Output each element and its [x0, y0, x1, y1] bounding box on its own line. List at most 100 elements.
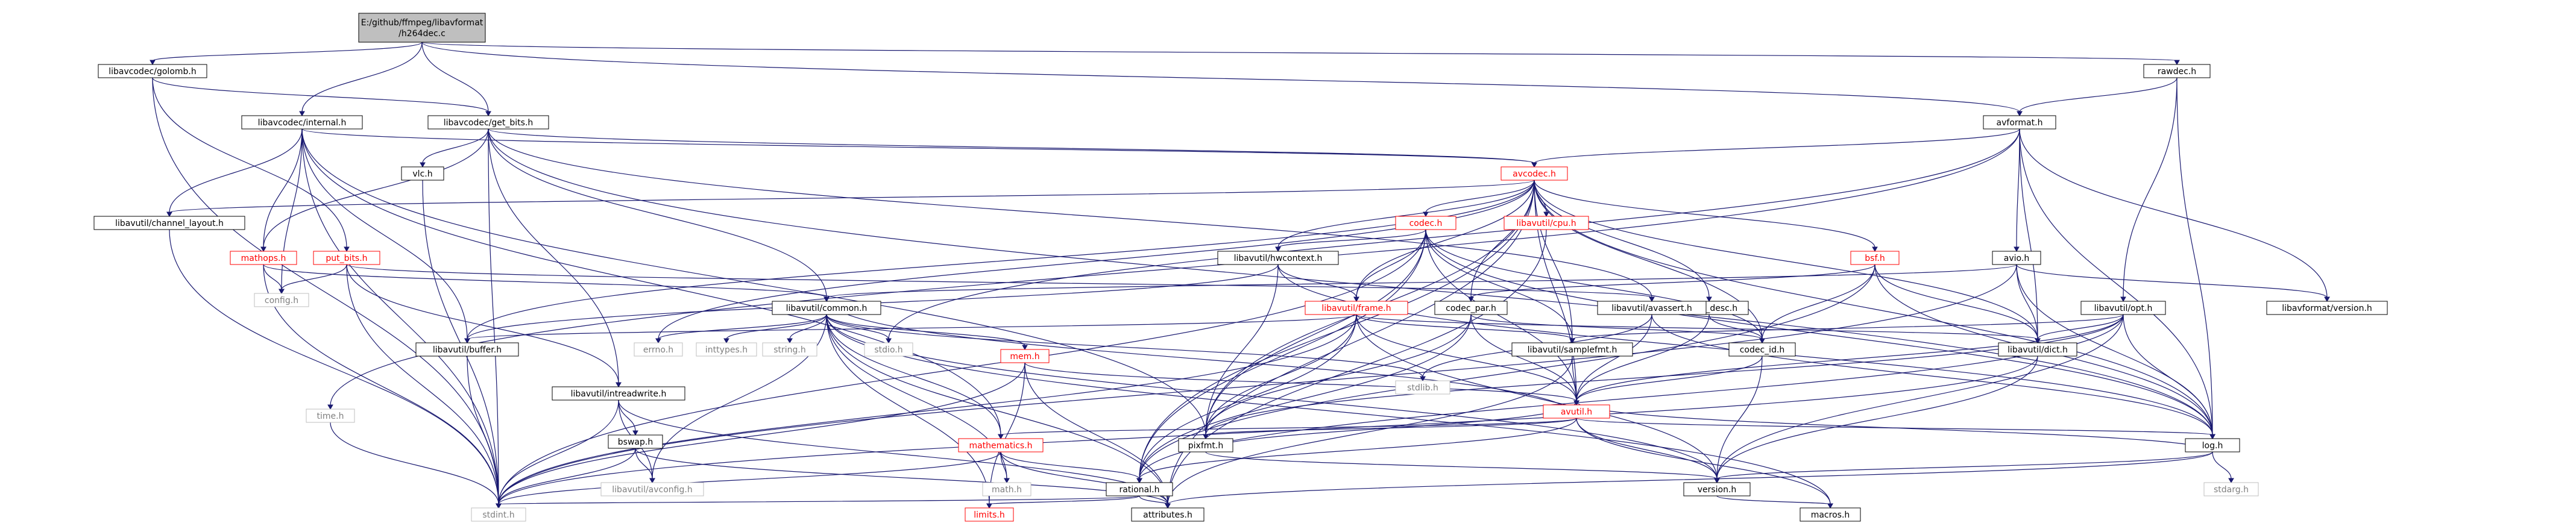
node-label: time.h — [317, 412, 344, 421]
node-libavutil-samplefmt-h[interactable]: libavutil/samplefmt.h — [1511, 342, 1633, 357]
node-libavutil-cpu-h[interactable]: libavutil/cpu.h — [1504, 216, 1589, 230]
node-libavutil-channel-layout-h[interactable]: libavutil/channel_layout.h — [93, 216, 245, 230]
node-libavutil-buffer-h[interactable]: libavutil/buffer.h — [415, 342, 519, 357]
node-label: codec_id.h — [1740, 345, 1785, 355]
edge-avutil-to-version — [1576, 418, 1720, 484]
edge-get_bits-to-avcodec — [488, 128, 1537, 168]
node-label: math.h — [992, 485, 1022, 495]
edge-codec_id-to-version — [1714, 355, 1763, 484]
edge-lav_frame-to-version — [1356, 314, 1720, 484]
edge-get_bits-to-mathops — [260, 128, 489, 252]
node-avutil-h[interactable]: avutil.h — [1543, 404, 1610, 419]
node-pixfmt-h[interactable]: pixfmt.h — [1178, 438, 1233, 452]
node-label: bswap.h — [618, 437, 653, 447]
edge-rawdec-to-avformat — [2017, 77, 2178, 117]
node-codec-id-h[interactable]: codec_id.h — [1728, 342, 1796, 357]
edge-internal-to-stdint — [301, 128, 502, 509]
node-libavutil-frame-h[interactable]: libavutil/frame.h — [1305, 301, 1408, 315]
node-libavcodec-golomb-h[interactable]: libavcodec/golomb.h — [98, 64, 207, 78]
node-label: libavutil/common.h — [786, 304, 868, 313]
node-label: config.h — [265, 296, 298, 305]
edge-channel_layout-to-stdint — [169, 229, 502, 509]
node-label: version.h — [1698, 485, 1737, 495]
edge-avcodec-to-errno — [655, 180, 1535, 344]
node-macros-h[interactable]: macros.h — [1800, 507, 1861, 522]
node-vlc-h[interactable]: vlc.h — [401, 166, 444, 181]
edge-internal-to-buffer — [301, 128, 470, 344]
node-limits-h[interactable]: limits.h — [965, 507, 1014, 522]
edge-rational-to-limits — [986, 495, 1140, 509]
node-codec-h[interactable]: codec.h — [1395, 216, 1456, 230]
node-label: libavutil/hwcontext.h — [1234, 254, 1323, 263]
node-mathops-h[interactable]: mathops.h — [230, 251, 297, 265]
edge-golomb-to-stdint — [152, 77, 502, 509]
edge-intreadwrite-to-bswap — [618, 399, 638, 436]
edge-put_bits-to-stdint — [346, 264, 502, 509]
node-bsf-h[interactable]: bsf.h — [1850, 251, 1900, 265]
node-label: libavutil/opt.h — [2094, 304, 2153, 313]
edge-lav_frame-to-buffer — [464, 314, 1357, 344]
node-attributes-h[interactable]: attributes.h — [1131, 507, 1205, 522]
node-codec-par-h[interactable]: codec_par.h — [1434, 301, 1508, 315]
edge-codec-to-hwcontext — [1275, 229, 1426, 252]
node-rational-h[interactable]: rational.h — [1106, 482, 1173, 496]
node-e-github-ffmpeg-libavformat-h264dec-c[interactable]: E:/github/ffmpeg/libavformat/h264dec.c — [358, 13, 486, 43]
edge-common-to-errno — [655, 314, 827, 344]
node-label: rational.h — [1120, 485, 1160, 495]
node-version-h[interactable]: version.h — [1683, 482, 1751, 496]
edge-put_bits-to-config — [279, 264, 347, 295]
node-label: libavcodec/internal.h — [258, 118, 347, 128]
edge-common-to-inttypes — [723, 314, 827, 344]
edge-root-to-rawdec — [421, 42, 2180, 66]
node-rawdec-h[interactable]: rawdec.h — [2143, 64, 2211, 78]
node-label: errno.h — [643, 345, 673, 355]
node-label: libavutil/frame.h — [1321, 304, 1391, 313]
node-avformat-h[interactable]: avformat.h — [1983, 115, 2056, 130]
edge-codec_par-to-rational — [1136, 314, 1472, 484]
node-label: stdarg.h — [2214, 485, 2249, 495]
edge-codec-to-samplefmt — [1425, 229, 1575, 344]
edge-avcodec-to-bsf — [1534, 180, 1878, 252]
edge-codec_par-to-codec_id — [1470, 314, 1765, 344]
node-stdio-h: stdio.h — [864, 342, 913, 357]
edge-put_bits-to-avassert — [346, 264, 1655, 302]
edge-golomb-to-get_bits — [152, 77, 491, 117]
node-label: libavutil/intreadwrite.h — [571, 389, 667, 399]
node-libavcodec-internal-h[interactable]: libavcodec/internal.h — [241, 115, 363, 130]
node-bswap-h[interactable]: bswap.h — [608, 434, 663, 449]
node-label: libavutil/avassert.h — [1611, 304, 1692, 313]
edge-common-to-stdio — [826, 314, 892, 344]
node-libavutil-avassert-h[interactable]: libavutil/avassert.h — [1597, 301, 1707, 315]
node-libavutil-intreadwrite-h[interactable]: libavutil/intreadwrite.h — [552, 386, 685, 401]
edge-internal-to-avcodec — [301, 128, 1537, 168]
edge-avcodec-to-buffer — [464, 180, 1535, 344]
node-put-bits-h[interactable]: put_bits.h — [313, 251, 380, 265]
edge-avformat-to-time — [327, 128, 2020, 410]
node-mathematics-h[interactable]: mathematics.h — [958, 438, 1044, 452]
node-mem-h[interactable]: mem.h — [1000, 349, 1050, 363]
node-avio-h[interactable]: avio.h — [1992, 251, 2041, 265]
node-libavutil-hwcontext-h[interactable]: libavutil/hwcontext.h — [1217, 251, 1339, 265]
node-libavcodec-get-bits-h[interactable]: libavcodec/get_bits.h — [427, 115, 549, 130]
edge-rawdec-to-log — [2176, 77, 2215, 440]
edge-avformat-to-avcodec — [1531, 128, 2020, 168]
node-libavutil-dict-h[interactable]: libavutil/dict.h — [1998, 342, 2077, 357]
edge-common-to-string — [787, 314, 827, 344]
edge-pixfmt-to-version — [1205, 451, 1720, 484]
node-libavutil-common-h[interactable]: libavutil/common.h — [772, 301, 881, 315]
edge-samplefmt-to-attributes — [1165, 355, 1573, 509]
node-libavutil-opt-h[interactable]: libavutil/opt.h — [2080, 301, 2166, 315]
node-time-h: time.h — [306, 409, 355, 423]
edge-log-to-stdarg — [2212, 451, 2234, 484]
edge-avcodec-to-attributes — [1165, 180, 1535, 509]
node-avcodec-h[interactable]: avcodec.h — [1501, 166, 1568, 181]
edge-lav_frame-to-samplefmt — [1356, 314, 1575, 344]
node-label: macros.h — [1811, 510, 1850, 520]
edge-get_bits-to-vlc — [420, 128, 489, 168]
node-math-h: math.h — [982, 482, 1031, 496]
node-libavformat-version-h[interactable]: libavformat/version.h — [2266, 301, 2388, 315]
edge-hwcontext-to-lav_frame — [1277, 264, 1359, 302]
node-log-h[interactable]: log.h — [2185, 438, 2240, 452]
node-label: libavutil/dict.h — [2008, 345, 2068, 355]
node-stdlib-h: stdlib.h — [1395, 380, 1450, 395]
